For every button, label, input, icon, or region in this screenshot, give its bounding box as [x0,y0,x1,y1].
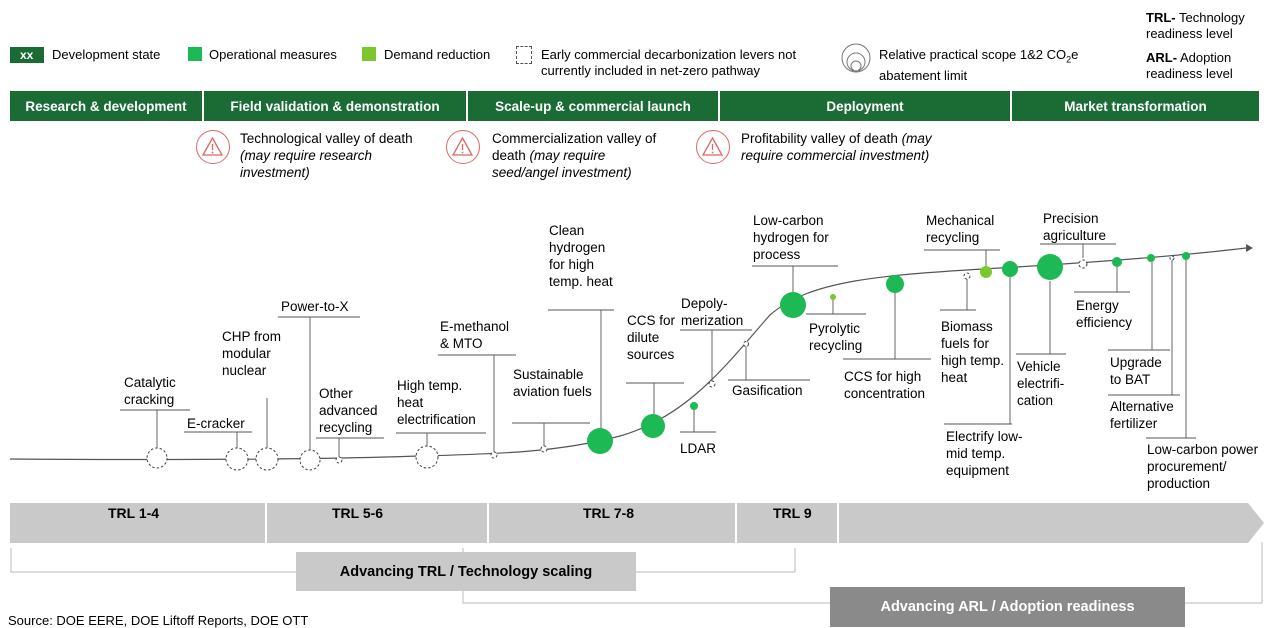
early-levers-swatch [516,46,532,64]
label-e-cracker: E-cracker [187,416,245,431]
warning-icon [196,130,230,164]
marker-clean-hydrogen [587,428,613,454]
stage-research-development: Research & development [10,91,202,121]
legend-operational-measures: Operational measures [209,47,337,62]
advancing-arl-box: Advancing ARL / Adoption readiness [830,587,1185,627]
label-chp-nuclear: CHP from modular nuclear [222,329,282,378]
marker-ldar [690,402,698,410]
label-precision-agriculture: Precision agriculture [1043,211,1107,243]
label-gasification: Gasification [732,383,803,398]
marker-alternative-fertilizer [1169,255,1175,261]
warning-icon [446,130,480,164]
label-ccs-dilute: CCS for dilute sources [627,313,676,362]
development-state-swatch: xx [10,47,44,63]
label-power-to-x: Power-to-X [281,299,349,314]
label-pyrolytic-recycling: Pyrolytic recycling [809,321,863,353]
marker-power-to-x [299,449,321,471]
marker-energy-efficiency [1112,257,1122,267]
marker-low-carbon-power-2 [1182,252,1190,260]
marker-catalytic-cracking [146,447,168,469]
label-biomass-fuels: Biomass fuels for high temp. heat [941,319,1005,385]
valley-commercialization: Commercialization valley of death (may r… [492,131,657,180]
trl-definition: TRL- Technology readiness level [1146,10,1245,41]
label-clean-hydrogen: Clean hydrogen for high temp. heat [549,223,613,289]
marker-ccs-dilute [641,414,665,438]
marker-other-recycling [335,456,343,464]
stage-field-validation: Field validation & demonstration [204,91,466,121]
arl-definition: ARL- Adoption readiness level [1146,50,1233,81]
label-electrify-low-mid: Electrify low-mid temp. equipment [946,429,1023,478]
valley-technological: Technological valley of death (may requi… [240,131,413,180]
label-high-temp-electrification: High temp. heat electrification [397,378,476,427]
marker-pyrolytic-recycling [830,294,836,300]
label-saf: Sustainable aviation fuels [513,367,592,399]
label-vehicle-electrification: Vehicle electrifi-cation [1017,359,1065,408]
operational-swatch [188,47,202,61]
warning-icon [696,130,730,164]
label-other-recycling: Other advanced recycling [319,386,378,435]
marker-vehicle-electrification [1037,254,1063,280]
label-mechanical-recycling: Mechanical recycling [926,213,995,245]
legend-scope-limit: Relative practical scope 1&2 CO2e abatem… [879,47,1079,83]
valley-profitability: Profitability valley of death (may requi… [741,131,932,163]
label-low-carbon-hydrogen: Low-carbon hydrogen for process [753,213,829,262]
label-low-carbon-power: Low-carbon power procurement/ production [1147,442,1259,491]
marker-high-temp-electrification [415,445,439,469]
stage-deployment: Deployment [720,91,1010,121]
legend-early-levers: Early commercial decarbonization levers … [541,47,797,78]
stage-scale-up: Scale-up & commercial launch [468,91,718,121]
marker-ccs-high [886,275,904,293]
label-upgrade-bat: Upgrade to BAT [1110,355,1162,387]
marker-chp-nuclear [255,447,279,471]
marker-low-carbon-hydrogen [780,292,806,318]
label-catalytic-cracking: Catalytic cracking [124,375,176,407]
trl-1-4: TRL 1-4 [108,505,160,521]
marker-e-methanol [490,451,498,459]
marker-saf [540,445,548,453]
demand-swatch [362,47,376,61]
legend-development-state: Development state [52,47,161,62]
label-e-methanol: E-methanol & MTO [440,319,510,351]
stage-market-transformation: Market transformation [1012,91,1259,121]
trl-5-6: TRL 5-6 [332,505,384,521]
trl-9: TRL 9 [773,505,812,521]
marker-electrify-low-mid [1002,261,1018,277]
label-alternative-fertilizer: Alternative fertilizer [1110,399,1174,431]
trl-7-8: TRL 7-8 [583,505,635,521]
label-ccs-high: CCS for high concentration [844,369,926,401]
scope-circle-icon [841,43,871,73]
trl-progress-arrow [10,503,1264,543]
legend-demand-reduction: Demand reduction [384,47,491,62]
marker-low-carbon-power [1147,254,1155,262]
marker-biomass-fuels [963,272,971,280]
label-ldar: LDAR [680,441,717,456]
marker-mechanical-recycling [980,266,992,278]
marker-precision-agriculture [1078,259,1088,269]
label-depolymerization: Depoly-merization [681,296,744,328]
label-energy-efficiency: Energy efficiency [1076,298,1133,330]
advancing-trl-box: Advancing TRL / Technology scaling [296,552,636,591]
marker-gasification [743,341,749,347]
marker-depolymerization [708,380,716,388]
source-note: Source: DOE EERE, DOE Liftoff Reports, D… [8,613,309,628]
marker-e-cracker [225,447,249,471]
